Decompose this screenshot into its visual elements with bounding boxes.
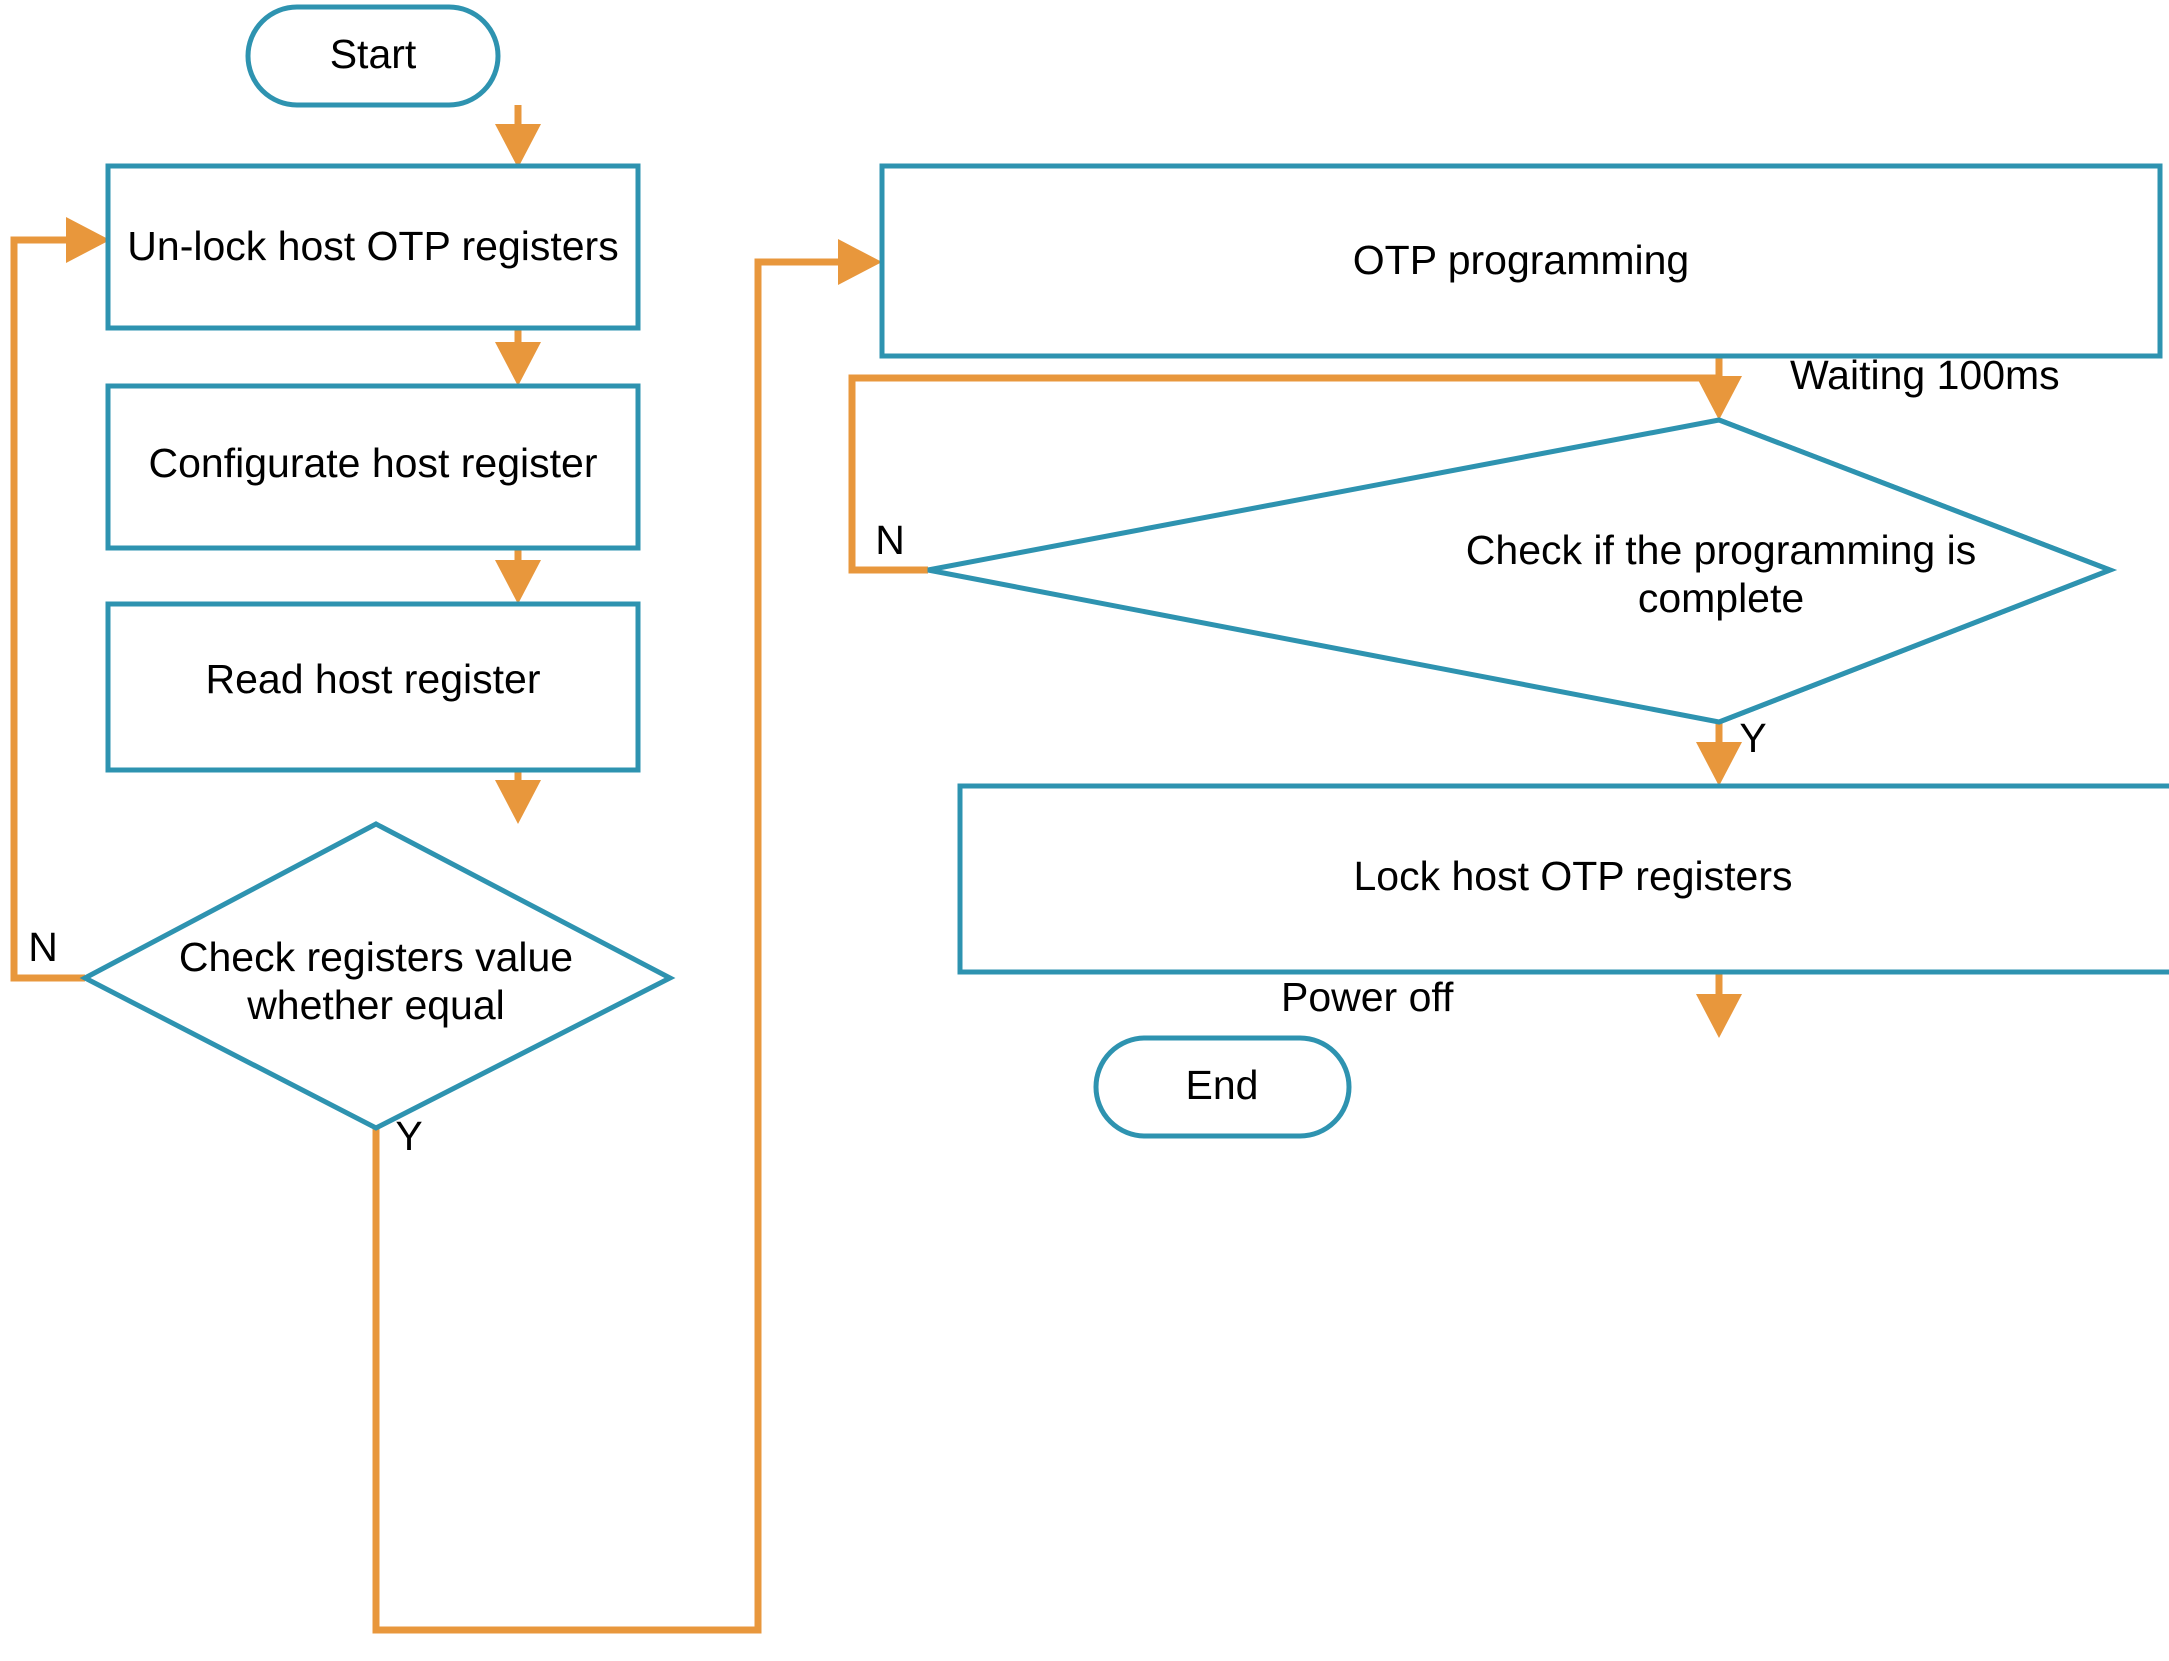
node-otp-label: OTP programming	[1353, 237, 1689, 283]
edge-label-power-off: Power off	[1281, 974, 1454, 1020]
node-unlock-host-otp-registers[interactable]: Un-lock host OTP registers	[105, 163, 641, 331]
node-start[interactable]: Start	[245, 4, 501, 108]
edge-label-check-complete-no: N	[875, 517, 905, 563]
edge-label-check-equal-yes: Y	[395, 1113, 422, 1159]
node-check-equal-label-line1: Check registers value	[179, 934, 573, 980]
edge-label-check-equal-no: N	[28, 924, 58, 970]
edge-check-equal-yes-to-otp	[372, 239, 882, 1634]
node-unlock-label: Un-lock host OTP registers	[127, 223, 618, 269]
node-configure-host-register[interactable]: Configurate host register	[105, 383, 641, 551]
node-read-host-register[interactable]: Read host register	[105, 601, 641, 773]
node-lock-label: Lock host OTP registers	[1353, 853, 1792, 899]
node-check-programming-complete[interactable]: Check if the programming is complete	[927, 417, 2117, 725]
edge-read-to-check-equal	[495, 770, 541, 824]
node-end-label: End	[1186, 1062, 1259, 1108]
edge-unlock-to-configure	[495, 328, 541, 386]
node-end[interactable]: End	[1093, 1035, 1352, 1139]
edge-check-equal-no-to-unlock	[10, 217, 110, 982]
node-check-complete-label-line1: Check if the programming is	[1466, 527, 1976, 573]
edge-label-waiting-100ms: Waiting 100ms	[1790, 352, 2060, 398]
edge-check-complete-no-loop	[848, 374, 1719, 574]
edge-lock-to-end	[1696, 972, 1742, 1038]
edge-label-check-complete-yes: Y	[1739, 715, 1766, 761]
node-read-label: Read host register	[205, 656, 540, 702]
node-otp-programming[interactable]: OTP programming	[879, 163, 2163, 359]
edge-check-complete-yes-to-lock	[1696, 722, 1742, 786]
edge-configure-to-read	[495, 548, 541, 604]
node-check-complete-label-line2: complete	[1638, 575, 1804, 621]
edge-start-to-unlock	[495, 105, 541, 168]
edge-otp-to-check-complete	[1696, 356, 1742, 420]
node-check-registers-value[interactable]: Check registers value whether equal	[79, 821, 676, 1131]
node-lock-host-otp-registers[interactable]: Lock host OTP registers	[957, 783, 2169, 975]
node-check-equal-label-line2: whether equal	[246, 982, 505, 1028]
node-configure-label: Configurate host register	[149, 440, 598, 486]
node-start-label: Start	[330, 31, 417, 77]
